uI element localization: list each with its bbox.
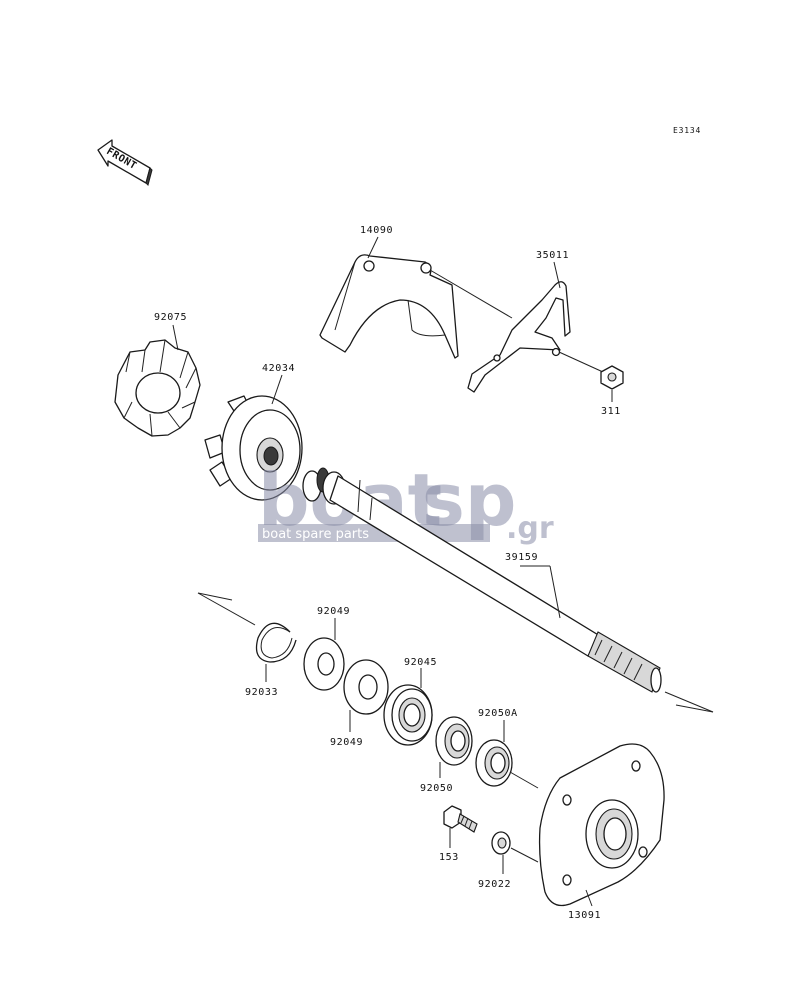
watermark-domain: .gr (506, 511, 554, 546)
label-42034: 42034 (262, 363, 295, 374)
part-14090-cover (319, 254, 459, 359)
part-92045-bearing (383, 684, 433, 746)
part-92022-washer (491, 831, 511, 855)
part-92049-washer-lower (343, 659, 389, 715)
label-39159: 39159 (505, 552, 538, 563)
label-92075: 92075 (154, 312, 187, 323)
label-92045: 92045 (404, 657, 437, 668)
diagram-code: E3134 (673, 126, 701, 135)
label-92049-upper: 92049 (317, 606, 350, 617)
part-92075-damper (114, 339, 201, 437)
label-13091: 13091 (568, 910, 601, 921)
part-35011-bracket (467, 281, 571, 393)
part-42034-coupler (204, 395, 303, 501)
watermark-tagline: boat spare parts (262, 527, 369, 542)
part-311-nut (600, 365, 624, 390)
front-arrow-icon: FRONT (97, 139, 153, 186)
part-13091-housing (538, 743, 665, 907)
label-153: 153 (439, 852, 459, 863)
part-92050-seal (435, 716, 473, 766)
part-153-bolt (443, 805, 478, 833)
part-92033-circlip (255, 622, 297, 663)
part-92050A-seal (475, 739, 513, 787)
label-35011: 35011 (536, 250, 569, 261)
part-39159-drive-shaft (302, 467, 662, 693)
label-92050A: 92050A (478, 708, 518, 719)
label-92022: 92022 (478, 879, 511, 890)
label-14090: 14090 (360, 225, 393, 236)
label-92050: 92050 (420, 783, 453, 794)
label-311: 311 (601, 406, 621, 417)
part-92049-washer-upper (303, 637, 345, 691)
label-92033: 92033 (245, 687, 278, 698)
label-92049-lower: 92049 (330, 737, 363, 748)
